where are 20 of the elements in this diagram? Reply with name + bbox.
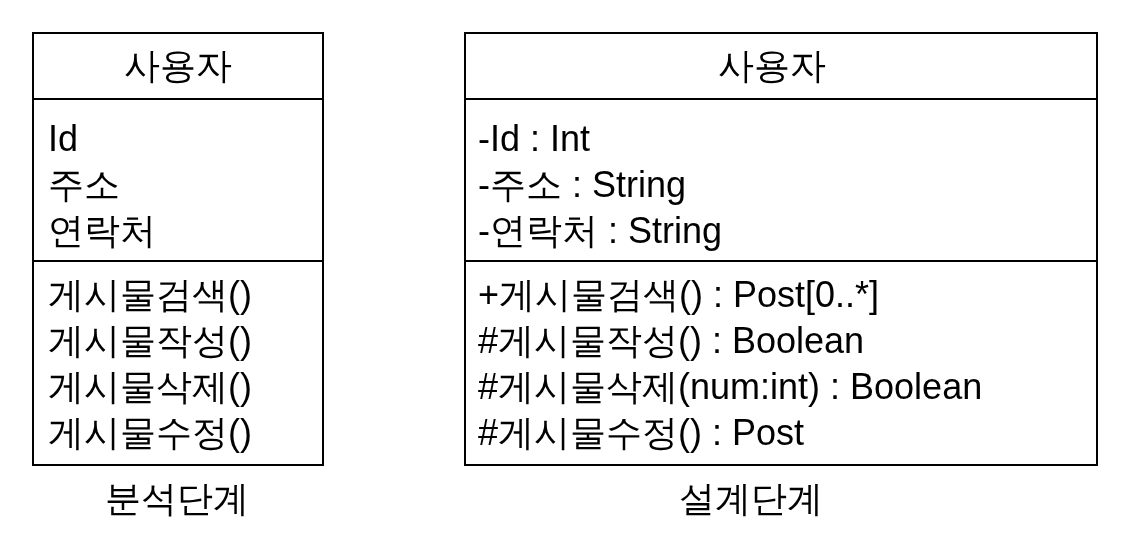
method-text: #게시물작성() : Boolean [478,319,865,363]
method-text: 게시물삭제() [48,365,252,409]
node-label: 설계단계 [679,477,823,521]
class-name: 사용자 [718,44,826,88]
method-text: 게시물수정() [48,411,252,455]
class-name: 사용자 [124,44,232,88]
class-box [464,32,1098,466]
attribute-text: -연락처 : String [478,209,723,253]
method-text: #게시물삭제(num:int) : Boolean [478,365,983,409]
attribute-text: -주소 : String [478,163,687,207]
class-box [32,32,324,466]
node-label: 분석단계 [105,477,249,521]
attribute-text: Id [48,117,79,161]
method-text: 게시물작성() [48,319,252,363]
method-text: #게시물수정() : Post [478,411,805,455]
attribute-text: 주소 [48,163,120,207]
method-text: 게시물검색() [48,273,252,317]
attribute-text: 연락처 [48,209,156,253]
attribute-text: -Id : Int [478,117,591,161]
method-text: +게시물검색() : Post[0..*] [478,273,880,317]
